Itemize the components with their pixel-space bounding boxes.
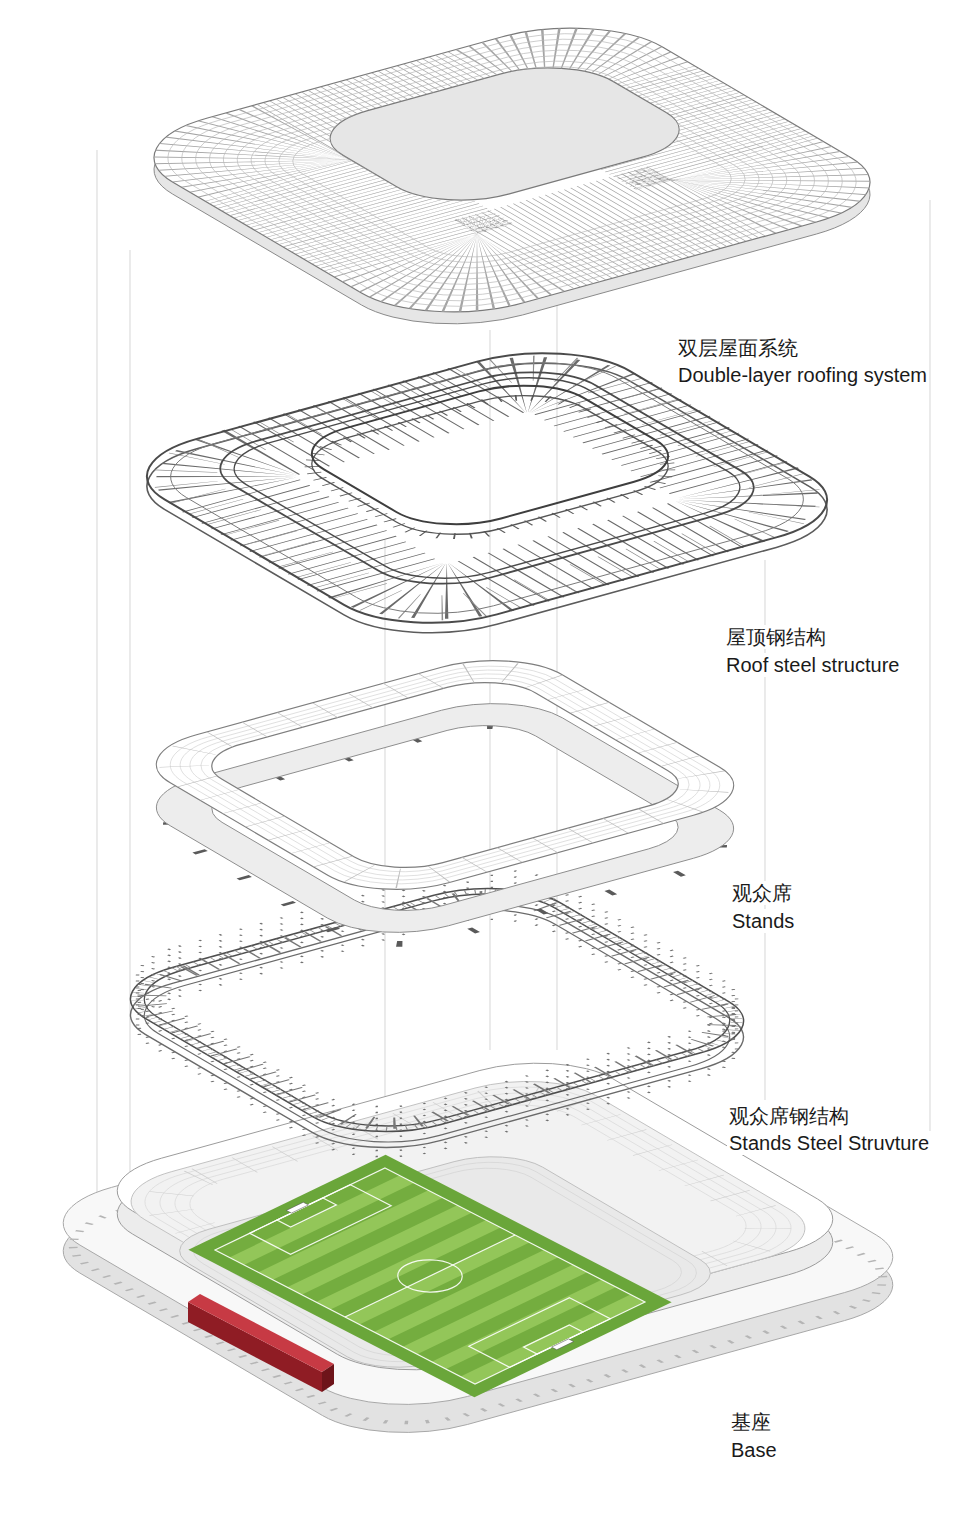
aisle-band [155,660,735,890]
layer-label: Stands Steel Struvture [727,1131,931,1155]
roof-top [110,10,915,330]
middle-ring [189,360,785,597]
outer-lower-chord [105,346,870,650]
aisle-band [138,1084,798,1346]
ring-beam [283,374,697,536]
chord [111,896,763,1155]
layer-label: 观众席钢结构 [727,1104,851,1128]
goal-area [524,1325,583,1354]
penalty-area [250,1185,391,1255]
roof-layer [110,10,915,342]
seat-row [151,658,739,892]
ring-beam [189,360,785,597]
stand-top-shape [123,647,767,903]
panel-ring [206,48,818,291]
red-block-front [188,1302,322,1392]
chord [105,346,870,650]
guide-line [130,250,131,1230]
halfway-line [345,1235,515,1317]
goal [286,1202,308,1213]
guide-line [490,330,491,1050]
panel-ring [158,29,866,311]
stand-seating [139,653,751,896]
inner-ring-hangers [283,386,697,548]
ring-beam [133,347,841,629]
inner-upper-ring [283,374,697,536]
red-block-end [322,1364,334,1392]
centre-circle [384,1253,475,1298]
layer-label: Stands [730,909,796,933]
panel-ring [254,68,769,273]
red-stand-block [188,1294,334,1392]
panel-ring [238,61,785,279]
layer-label: 观众席 [730,881,794,905]
stand-top [123,647,767,903]
panel-ring [142,23,883,317]
layer-label: Double-layer roofing system [676,363,929,387]
layer-label: Roof steel structure [724,653,901,677]
panel-ring [174,36,850,305]
bracing-members [149,354,825,623]
red-block-top [188,1294,334,1372]
column-segment [103,905,771,1171]
stands-layer [123,647,767,957]
goal-area [277,1198,336,1227]
layer-label: Base [729,1438,779,1462]
pitch-stripe [446,1287,630,1376]
guide-line [385,540,386,1160]
hangers [283,386,697,548]
layer-label: 屋顶钢结构 [724,625,828,649]
seat-row [130,1081,806,1350]
panel-ring [222,55,802,285]
guide-line [930,200,931,1140]
panel-ring [271,74,754,266]
goal [552,1339,574,1350]
panel-ring [190,42,834,298]
layer-label: 双层屋面系统 [676,336,800,360]
seat-row [175,668,714,882]
penalty-area [469,1298,610,1368]
roof-panel-grid [126,16,899,323]
pitch-surround [188,1155,671,1398]
columns [103,855,771,1171]
guide-line [97,150,98,1235]
ring-beam [205,366,769,590]
seat-row [139,653,751,896]
seat-row [163,663,727,887]
roof-surface [110,10,915,330]
panel-ring [126,16,899,323]
layer-label: 基座 [729,1410,773,1434]
stands-steel-layer [95,855,779,1171]
column-segment [103,899,771,1165]
pitch [188,1155,671,1398]
